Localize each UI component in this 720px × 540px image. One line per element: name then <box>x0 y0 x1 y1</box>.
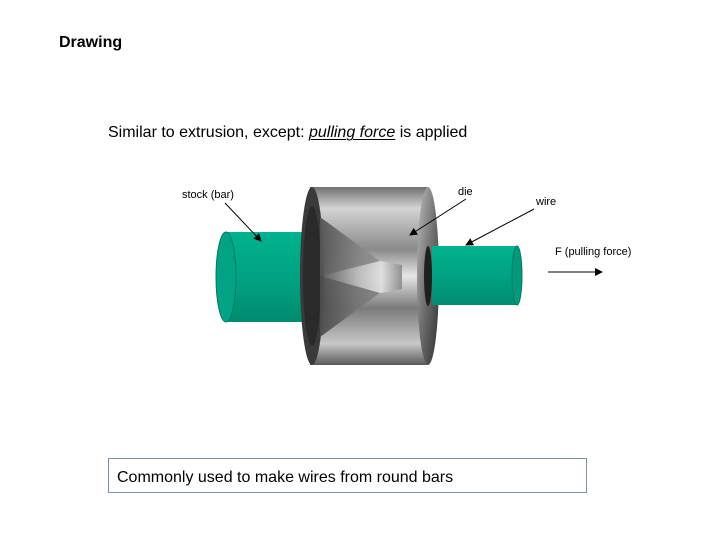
subtitle-suffix: is applied <box>395 124 468 141</box>
arrow-wire <box>465 208 535 246</box>
caption-box: Commonly used to make wires from round b… <box>108 458 587 493</box>
label-stock: stock (bar) <box>182 189 234 201</box>
label-wire: wire <box>535 196 556 208</box>
die <box>300 187 439 365</box>
slide-title: Drawing <box>59 34 123 51</box>
caption-text: Commonly used to make wires from round b… <box>117 469 454 486</box>
drawing-process-diagram: stock (bar) die wire F (pulling force) <box>182 186 631 365</box>
subtitle-emphasis: pulling force <box>308 124 396 141</box>
wire <box>432 245 523 306</box>
arrow-die <box>409 198 467 236</box>
subtitle-prefix: Similar to extrusion, except: <box>108 124 309 141</box>
slide-subtitle: Similar to extrusion, except: pulling fo… <box>108 123 467 143</box>
label-force: F (pulling force) <box>555 246 631 258</box>
label-die: die <box>458 186 473 198</box>
arrow-stock <box>224 202 262 242</box>
